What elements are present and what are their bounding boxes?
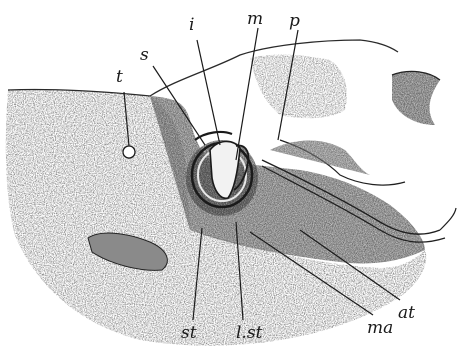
label-m: m [247,9,263,29]
label-i: i [189,15,194,35]
marker-circle [123,146,135,158]
label-lst: l.st [236,323,263,343]
right-notch [392,71,440,125]
label-s: s [140,45,149,65]
leader-i [197,40,220,145]
label-at: at [398,303,415,323]
label-t: t [116,67,123,87]
label-ma: ma [367,318,393,338]
label-st: st [181,323,197,343]
leader-m [236,28,258,160]
label-p: p [289,11,300,31]
